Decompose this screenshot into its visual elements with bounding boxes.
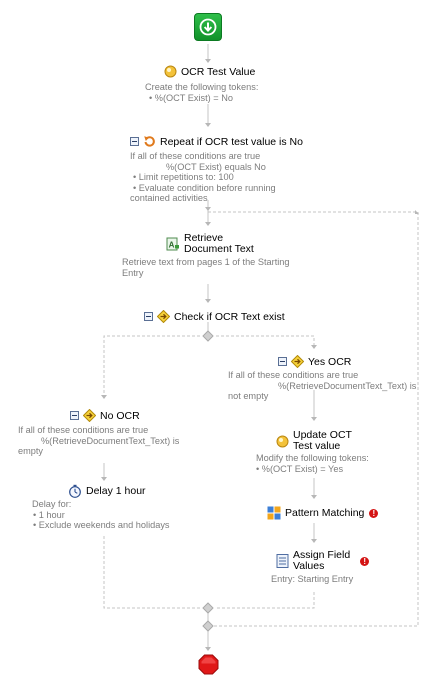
retrieve-title-line: Retrieve — [184, 232, 224, 244]
decision-diamond-icon — [157, 310, 170, 323]
ocr-test-value-desc-line: • %(OCT Exist) = No — [149, 92, 233, 103]
pattern-grid-icon — [267, 506, 281, 520]
repeat-desc-line: • Evaluate condition before running — [133, 182, 276, 193]
repeat-desc: If all of these conditions are true %(OC… — [130, 151, 276, 204]
collapse-toggle[interactable] — [278, 357, 287, 366]
retrieve-document-text-activity[interactable]: A Retrieve Document Text — [166, 233, 254, 255]
ocr-test-value-title: OCR Test Value — [181, 65, 256, 78]
assign-desc: Entry: Starting Entry — [271, 574, 353, 585]
delay-desc-line: • 1 hour — [33, 509, 65, 520]
collapse-toggle[interactable] — [144, 312, 153, 321]
no-ocr-branch[interactable]: No OCR — [70, 409, 140, 422]
retrieve-desc-line: Retrieve text from pages 1 of the Starti… — [122, 257, 290, 267]
retrieve-desc-line: Entry — [122, 267, 144, 278]
yes-ocr-desc: If all of these conditions are true %(Re… — [228, 370, 416, 402]
yes-ocr-title: Yes OCR — [308, 355, 352, 368]
repeat-title: Repeat if OCR test value is No — [160, 135, 303, 148]
update-oct-test-value-activity[interactable]: Update OCT Test value — [276, 430, 352, 452]
start-node[interactable] — [194, 13, 222, 41]
update-oct-desc-line: • %(OCT Exist) = Yes — [256, 463, 344, 474]
no-ocr-desc: If all of these conditions are true %(Re… — [18, 425, 179, 457]
no-ocr-desc-line: %(RetrieveDocumentText_Text) is — [41, 435, 180, 446]
update-oct-desc: Modify the following tokens: • %(OCT Exi… — [256, 453, 369, 474]
yes-ocr-desc-line: %(RetrieveDocumentText_Text) is — [278, 380, 417, 391]
stop-octagon-icon — [198, 654, 219, 675]
retrieve-title-line: Document Text — [184, 243, 254, 255]
assign-desc-line: Entry: Starting Entry — [271, 574, 354, 584]
yes-ocr-branch[interactable]: Yes OCR — [278, 355, 351, 368]
decision-diamond-icon — [83, 409, 96, 422]
retrieve-desc: Retrieve text from pages 1 of the Starti… — [122, 257, 290, 278]
delay-title: Delay 1 hour — [86, 485, 146, 497]
update-oct-title-line: Test value — [293, 440, 341, 452]
delay-desc: Delay for: • 1 hour • Exclude weekends a… — [32, 499, 170, 531]
repeat-desc-line: %(OCT Exist) equals No — [166, 161, 266, 172]
delay-desc-line: Delay for: — [32, 499, 72, 509]
update-oct-title-line: Update OCT — [293, 429, 352, 441]
collapse-toggle[interactable] — [70, 411, 79, 420]
token-icon — [276, 435, 289, 447]
assign-field-values-activity[interactable]: Assign Field Values ! — [276, 549, 370, 572]
svg-text:A: A — [169, 241, 175, 250]
start-arrow-icon — [199, 18, 217, 36]
retrieve-text-icon: A — [166, 237, 179, 251]
repeat-loop-icon — [144, 136, 155, 147]
repeat-desc-line: contained activities — [130, 193, 208, 203]
update-oct-desc-line: Modify the following tokens: — [256, 453, 369, 463]
form-fields-icon — [276, 554, 289, 568]
assign-title-line: Values — [293, 560, 325, 572]
check-ocr-text-exist-activity[interactable]: Check if OCR Text exist — [144, 310, 285, 323]
error-icon[interactable]: ! — [360, 556, 370, 566]
decision-diamond-icon — [291, 355, 304, 368]
stopwatch-icon — [69, 484, 81, 498]
ocr-test-value-desc: Create the following tokens: • %(OCT Exi… — [145, 82, 258, 103]
delay-activity[interactable]: Delay 1 hour — [68, 484, 146, 498]
repeat-activity[interactable]: Repeat if OCR test value is No — [130, 135, 303, 148]
yes-ocr-desc-line: not empty — [228, 391, 269, 401]
pattern-title: Pattern Matching — [285, 507, 365, 519]
collapse-toggle[interactable] — [130, 137, 139, 146]
no-ocr-title: No OCR — [100, 409, 140, 422]
token-icon — [164, 65, 177, 78]
no-ocr-desc-line: If all of these conditions are true — [18, 425, 149, 435]
repeat-desc-line: • Limit repetitions to: 100 — [133, 172, 234, 182]
pattern-matching-activity[interactable]: Pattern Matching ! — [267, 506, 379, 520]
end-node[interactable] — [198, 654, 219, 675]
ocr-test-value-activity[interactable]: OCR Test Value — [164, 65, 255, 78]
yes-ocr-desc-line: If all of these conditions are true — [228, 370, 359, 380]
check-title: Check if OCR Text exist — [174, 310, 285, 323]
delay-desc-line: • Exclude weekends and holidays — [33, 520, 170, 530]
no-ocr-desc-line: empty — [18, 446, 44, 456]
repeat-desc-line: If all of these conditions are true — [130, 151, 261, 161]
error-icon[interactable]: ! — [369, 508, 379, 518]
ocr-test-value-desc-line: Create the following tokens: — [145, 82, 259, 92]
assign-title-line: Assign Field — [293, 549, 351, 561]
